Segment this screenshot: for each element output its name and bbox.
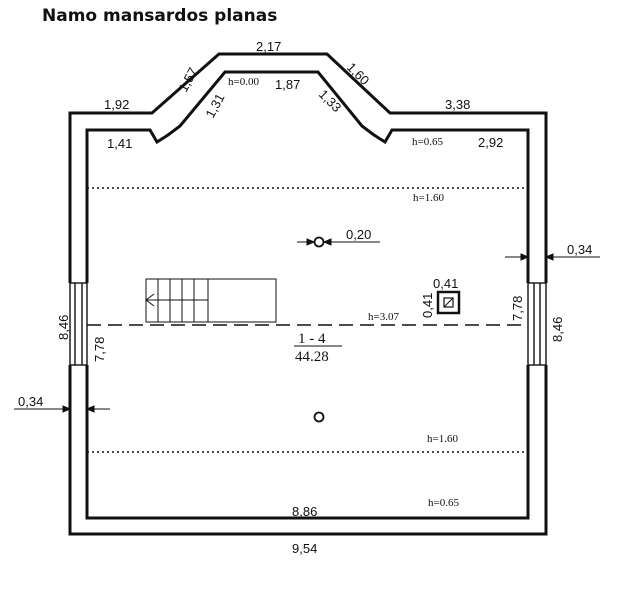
dim-left-wall-top: 1,92 xyxy=(104,97,129,112)
right-window xyxy=(527,282,547,366)
dim-right-wall-thickness: 0,34 xyxy=(567,242,592,257)
dim-right-wall-top: 3,38 xyxy=(445,97,470,112)
dim-left-wall-thickness: 0,34 xyxy=(18,394,43,409)
height-center: h=3.07 xyxy=(368,311,399,323)
dim-inner-ridge: 1,87 xyxy=(275,77,300,92)
dim-inner-right-height: 7,78 xyxy=(510,296,525,321)
column-top xyxy=(313,236,325,248)
height-bottom-line: h=1.60 xyxy=(427,433,458,445)
staircase xyxy=(145,278,277,323)
room-area: 44.28 xyxy=(295,349,329,365)
column-offset-dim xyxy=(297,238,380,246)
dim-outer-bottom: 9,54 xyxy=(292,541,317,556)
left-thickness-dim xyxy=(14,405,110,413)
plan-title: Namo mansardos planas xyxy=(42,6,278,26)
dim-chimney-width: 0,41 xyxy=(433,276,458,291)
inner-wall-bottom xyxy=(85,365,530,520)
right-thickness-dim xyxy=(505,253,600,261)
room-number: 1 - 4 xyxy=(298,331,326,347)
inner-wall xyxy=(85,70,530,283)
dim-inner-right-slope: 1,33 xyxy=(316,87,345,116)
outer-wall-bottom xyxy=(68,365,548,536)
height-top-line: h=1.60 xyxy=(413,192,444,204)
dim-top-left-slope: 1,57 xyxy=(175,65,200,94)
dim-outer-right-height: 8,46 xyxy=(550,317,565,342)
dim-inner-bottom: 8,86 xyxy=(292,504,317,519)
column-bottom xyxy=(313,411,325,423)
outer-wall xyxy=(68,52,548,283)
dim-top-right-slope: 1,60 xyxy=(344,60,373,89)
dim-column-offset: 0,20 xyxy=(346,227,371,242)
height-bottom-right: h=0.65 xyxy=(428,497,459,509)
left-window xyxy=(69,282,88,366)
dim-chimney-height: 0,41 xyxy=(420,293,435,318)
dim-inner-left-height: 7,78 xyxy=(92,337,107,362)
height-top-right: h=0.65 xyxy=(412,136,443,148)
chimney xyxy=(436,290,461,315)
dim-top-ridge: 2,17 xyxy=(256,39,281,54)
dim-inner-right-top: 2,92 xyxy=(478,135,503,150)
height-ridge: h=0.00 xyxy=(228,76,259,88)
dim-inner-left-top: 1,41 xyxy=(107,136,132,151)
dim-outer-left-height: 8,46 xyxy=(56,315,71,340)
